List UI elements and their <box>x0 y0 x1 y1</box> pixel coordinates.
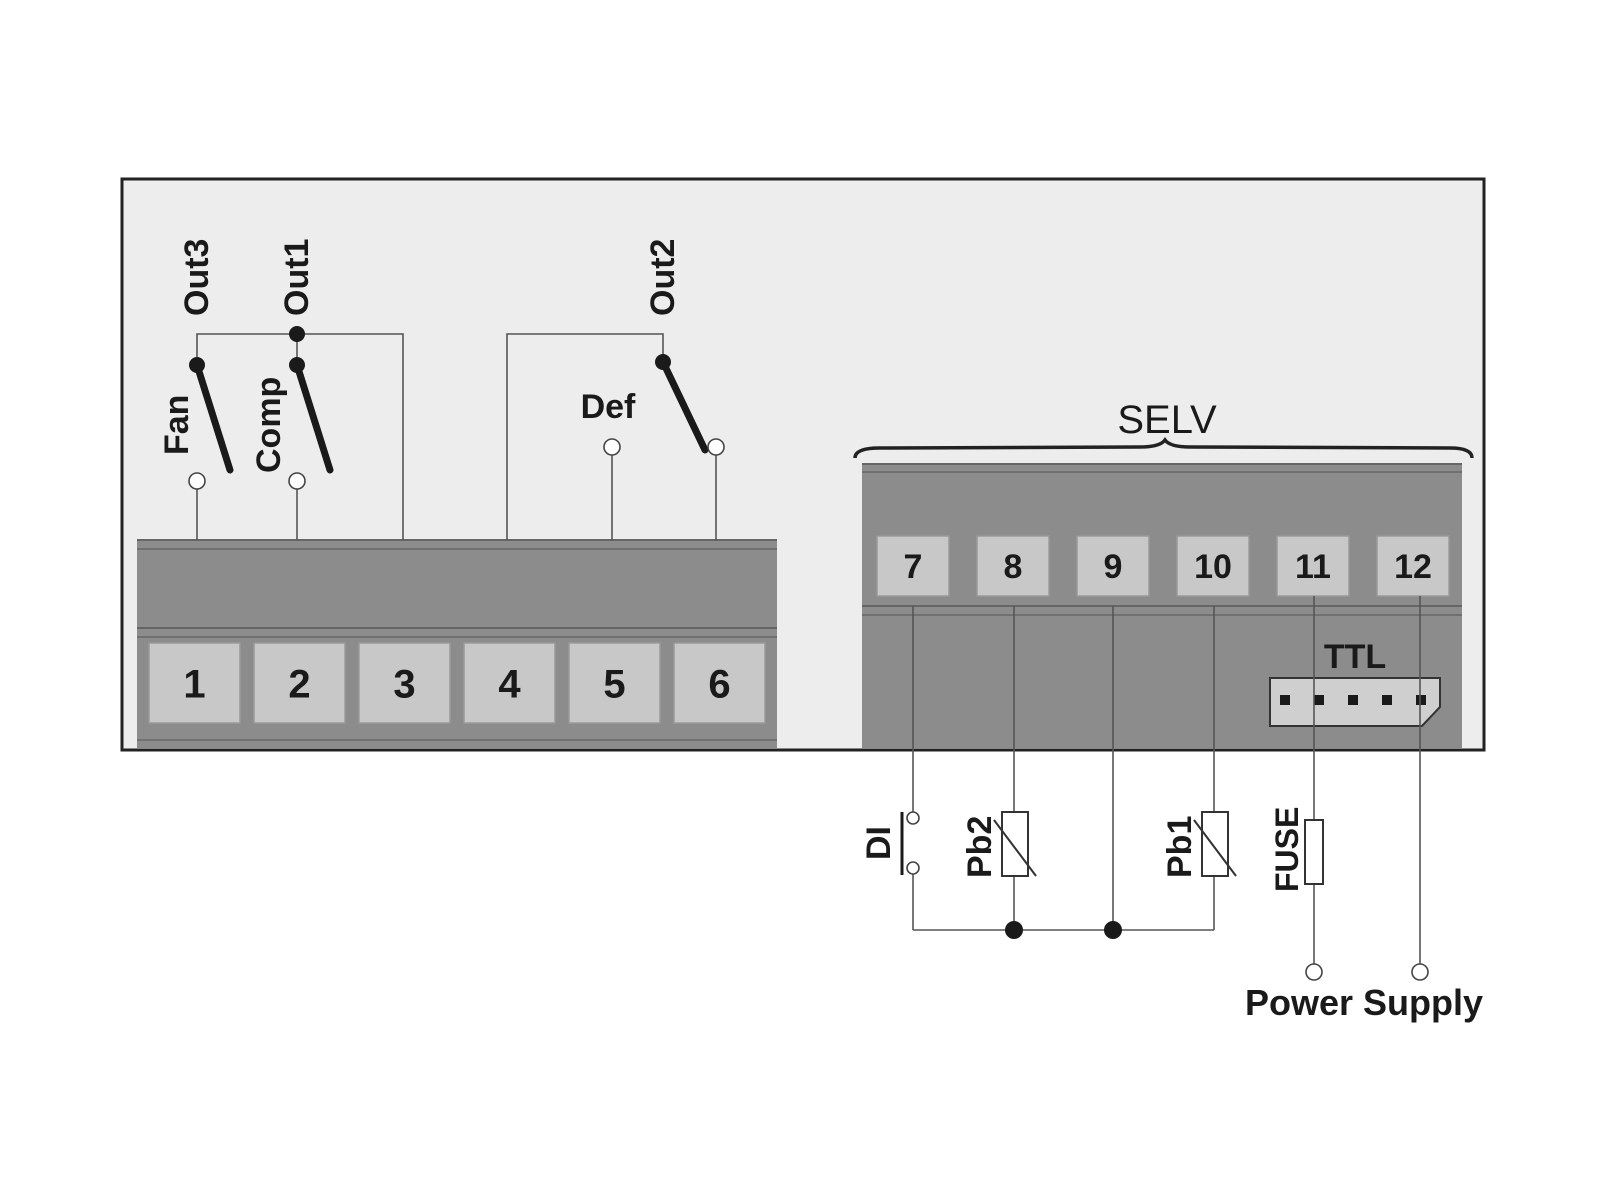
right-terminal-label-12: 12 <box>1394 548 1432 586</box>
out2-label: Out2 <box>644 239 682 316</box>
pb1-probe <box>1193 811 1237 877</box>
left-terminal-label-1: 1 <box>183 662 205 706</box>
left-terminal-3 <box>358 642 451 724</box>
selv-label: SELV <box>1117 398 1217 442</box>
left-terminal-label-3: 3 <box>393 662 415 706</box>
left-terminal-label-6: 6 <box>708 662 730 706</box>
pb1-label: Pb1 <box>1161 816 1199 878</box>
right-terminal-label-11: 11 <box>1295 548 1331 586</box>
power-terminal-right <box>1411 963 1429 981</box>
fuse-label: FUSE <box>1269 807 1305 892</box>
junction-node-8 <box>1005 921 1023 939</box>
right-terminal-label-7: 7 <box>904 548 923 586</box>
left-terminal-5 <box>568 642 661 724</box>
di-label: DI <box>860 826 898 860</box>
left-terminal-2 <box>253 642 346 724</box>
left-terminal-block <box>137 539 777 748</box>
out1-label: Out1 <box>278 239 316 316</box>
fan-relay-switch <box>188 357 234 490</box>
right-terminal-label-10: 10 <box>1194 548 1232 586</box>
right-terminal-10 <box>1176 535 1250 597</box>
power-terminal-left <box>1305 963 1323 981</box>
left-terminal-1 <box>148 642 241 724</box>
selv-brace <box>853 436 1474 459</box>
ttl-label: TTL <box>1324 638 1386 676</box>
left-terminal-label-5: 5 <box>603 662 625 706</box>
right-terminal-9 <box>1076 535 1150 597</box>
left-terminal-label-4: 4 <box>498 662 521 706</box>
ttl-connector <box>1269 677 1441 727</box>
comp-relay-switch <box>288 326 334 490</box>
power-supply-label: Power Supply <box>1245 982 1483 1023</box>
comp-label: Comp <box>250 377 288 473</box>
junction-node-9 <box>1104 921 1122 939</box>
right-terminal-label-9: 9 <box>1104 548 1123 586</box>
left-terminal-4 <box>463 642 556 724</box>
fan-label: Fan <box>158 395 196 455</box>
right-terminal-7 <box>876 535 950 597</box>
out3-label: Out3 <box>178 239 216 316</box>
fuse-symbol <box>1304 819 1324 885</box>
right-terminal-12 <box>1376 535 1450 597</box>
out2-relay-switch <box>603 354 725 456</box>
pb2-label: Pb2 <box>961 816 999 878</box>
left-terminal-6 <box>673 642 766 724</box>
right-terminal-11 <box>1276 535 1350 597</box>
pb2-probe <box>993 811 1037 877</box>
def-label: Def <box>581 388 636 426</box>
left-terminal-label-2: 2 <box>288 662 310 706</box>
di-switch <box>900 811 920 875</box>
right-terminal-8 <box>976 535 1050 597</box>
right-terminal-label-8: 8 <box>1004 548 1023 586</box>
